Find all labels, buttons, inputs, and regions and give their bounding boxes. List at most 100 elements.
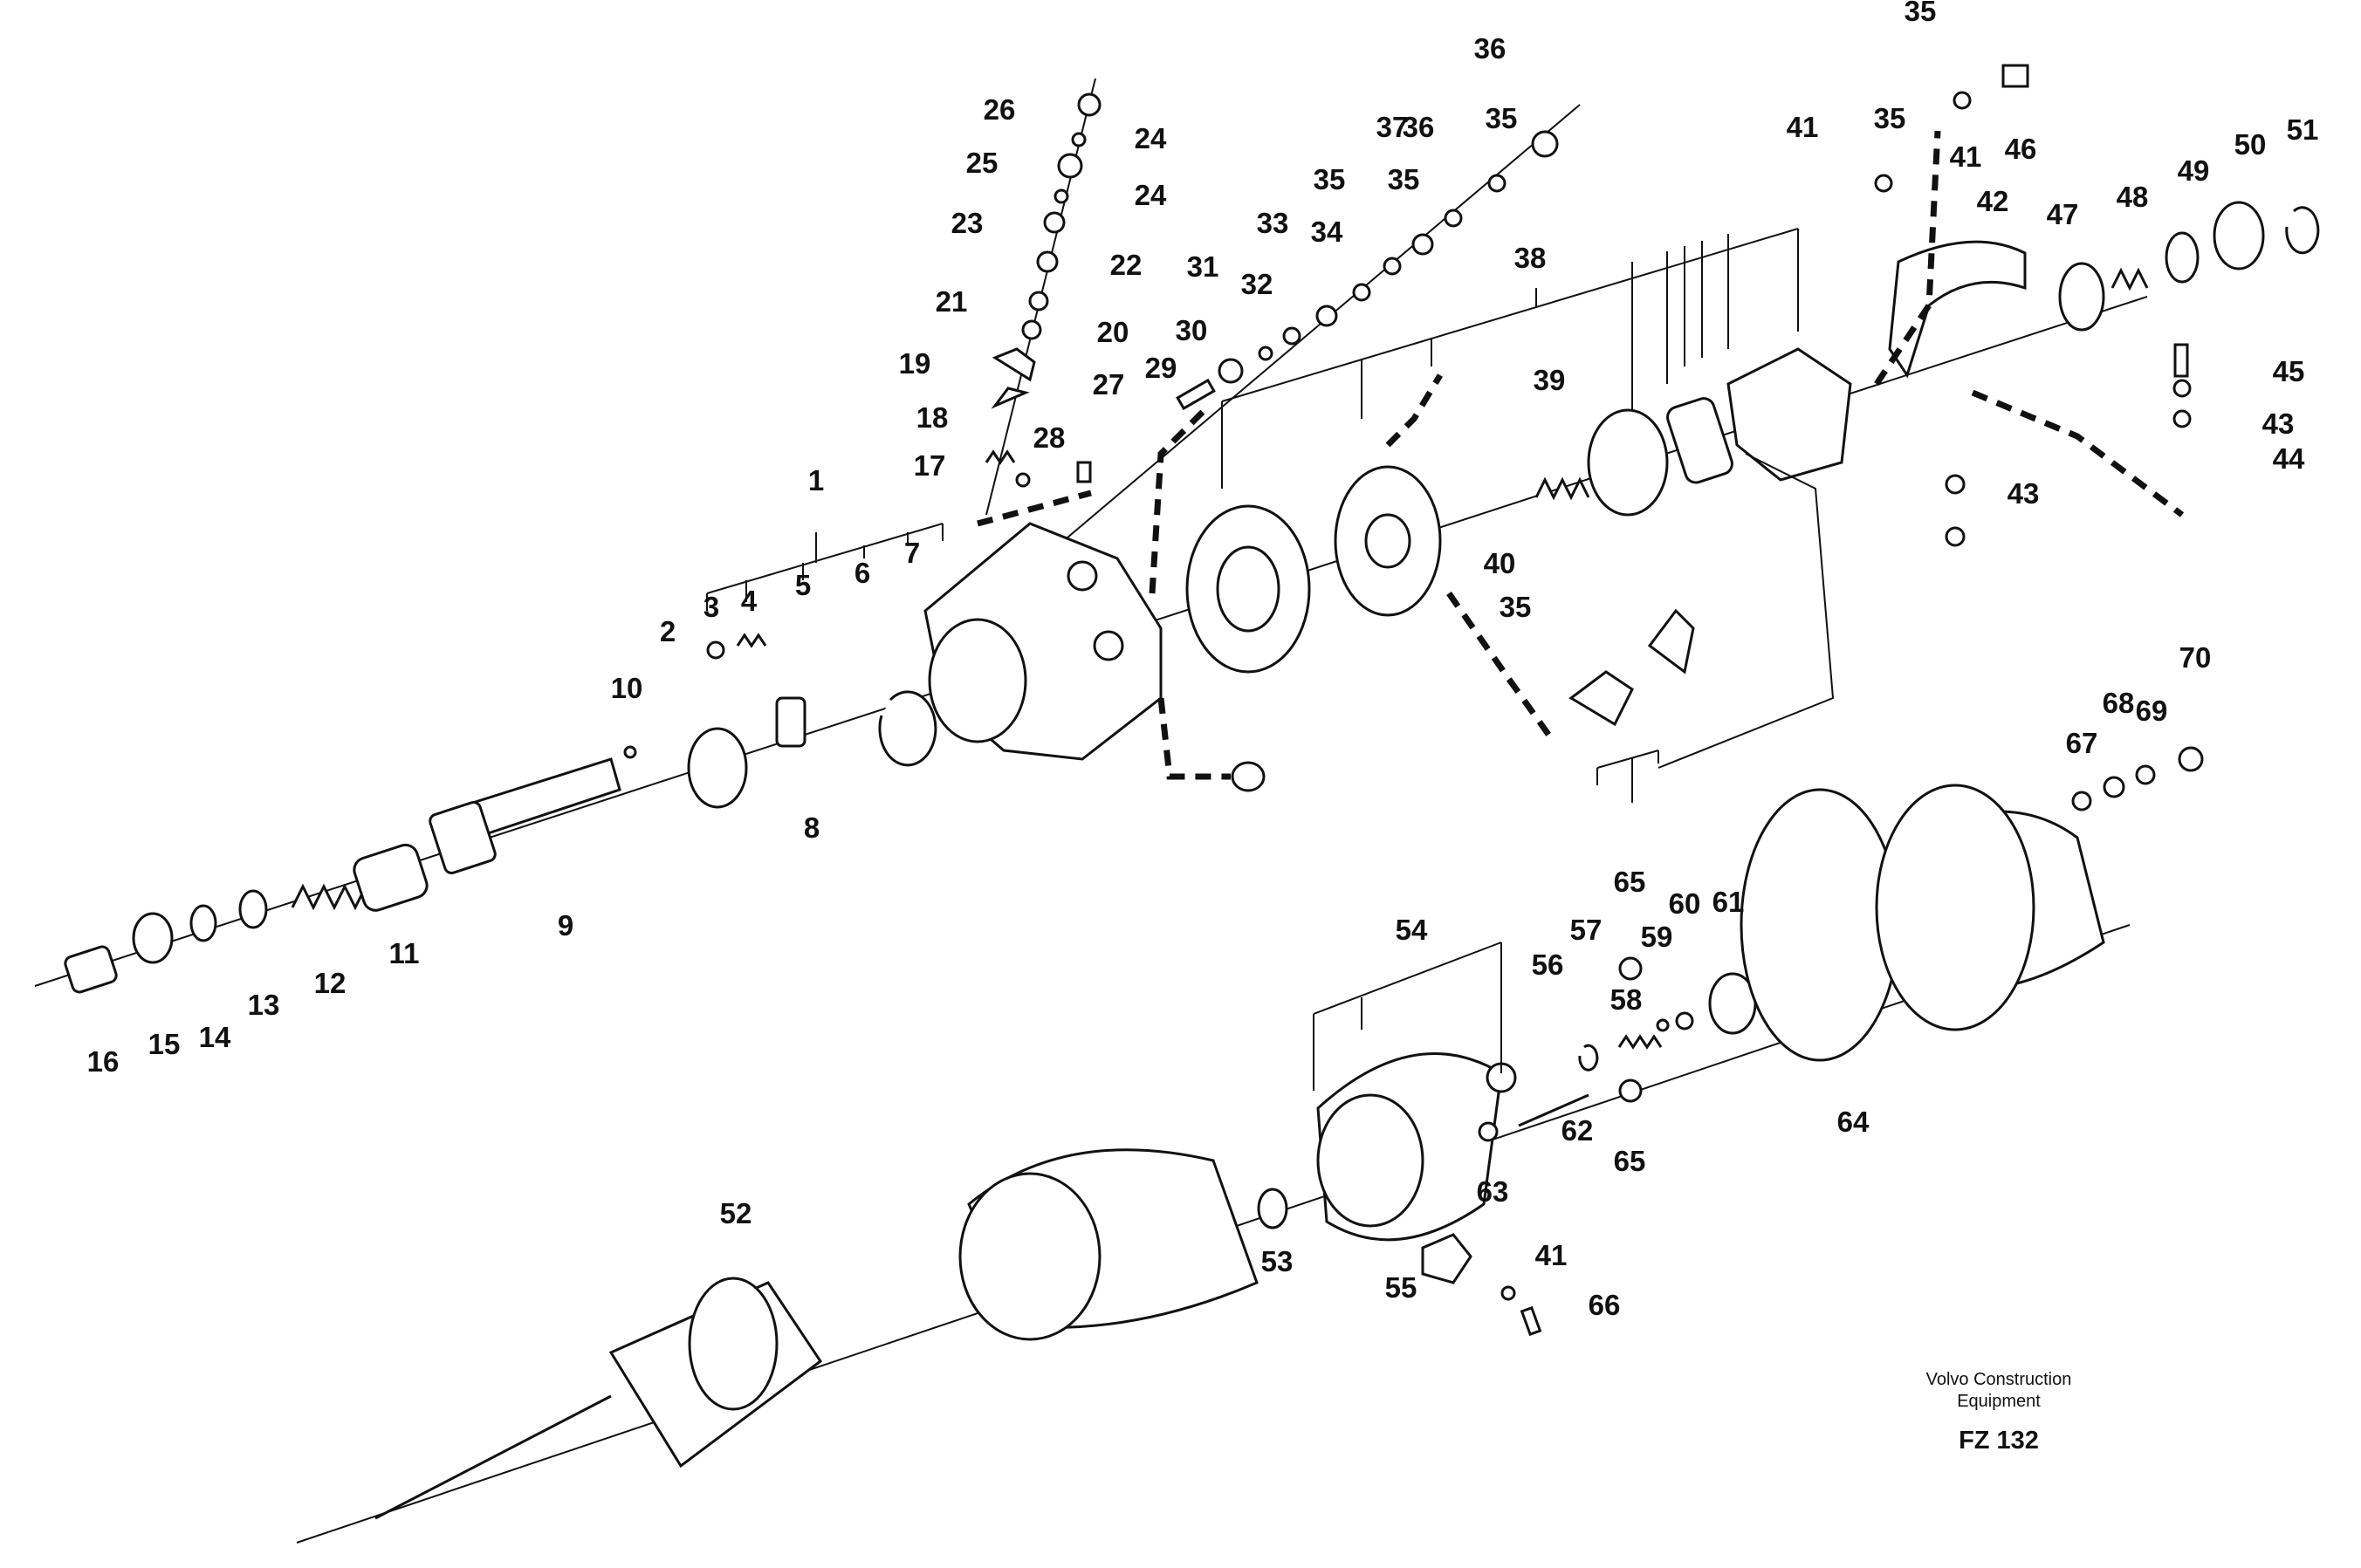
caption-line-2: Equipment	[1957, 1392, 2041, 1411]
brush-clip	[1568, 670, 1634, 727]
part-number-label: 6	[854, 557, 870, 589]
part-63	[1478, 1121, 1499, 1142]
part-number-label: 8	[804, 811, 820, 844]
dash-link-plug	[1157, 697, 1231, 780]
part-number-label: 35	[1388, 163, 1420, 195]
part-number-label: 53	[1261, 1245, 1294, 1277]
part-52-collar	[688, 1277, 779, 1411]
part-number-label: 63	[1477, 1175, 1509, 1208]
part-number-label: 44	[2273, 442, 2305, 475]
drive-end-parts	[64, 633, 937, 994]
part-31	[1258, 346, 1273, 361]
part-number-label: 18	[916, 401, 949, 434]
part-38-sleeve	[1666, 397, 1733, 484]
part-number-label: 26	[984, 93, 1016, 126]
part-13-washer	[238, 889, 268, 929]
part-number-label: 4	[741, 585, 758, 617]
part-number-label: 14	[199, 1021, 231, 1053]
part-number-label: 2	[660, 615, 676, 647]
part-number-label: 10	[611, 672, 643, 704]
part-65	[1618, 956, 1643, 981]
part-42-cover	[1888, 240, 2027, 379]
part-number-label: 21	[936, 285, 968, 318]
part-53-ring	[1257, 1188, 1288, 1229]
part-number-label: 16	[87, 1045, 120, 1078]
part-number-label: 58	[1610, 983, 1643, 1016]
part-number-label: 30	[1176, 314, 1208, 346]
part-59	[1656, 1018, 1670, 1032]
part-number-label: 15	[148, 1028, 181, 1060]
part-28	[1015, 472, 1031, 488]
lower-assembly-parts	[374, 746, 2204, 1520]
part-number-label: 39	[1534, 364, 1566, 396]
part-number-label: 55	[1385, 1271, 1417, 1304]
part-41-washer	[1953, 91, 1972, 110]
part-number-label: 5	[795, 569, 811, 601]
part-24-b	[1054, 188, 1069, 204]
part-number-label: 41	[1535, 1239, 1568, 1271]
part-number-label: 23	[951, 207, 984, 239]
part-number-label: 43	[2008, 477, 2040, 510]
part-41-c	[1500, 1285, 1516, 1301]
part-number-label: 29	[1145, 352, 1177, 384]
part-65-b	[1618, 1078, 1643, 1103]
part-number-label: 31	[1187, 250, 1219, 283]
part-number-label: 35	[1486, 102, 1518, 134]
part-32	[1282, 326, 1301, 346]
part-number-label: 47	[2047, 198, 2079, 230]
part-25	[1057, 153, 1083, 179]
part-number-label: 50	[2234, 128, 2267, 161]
caption-line-1: Volvo Construction	[1926, 1370, 2072, 1389]
part-5-clip	[775, 696, 806, 748]
part-69	[2135, 764, 2156, 785]
screw-stack-parts	[1176, 130, 1559, 411]
part-41-washer-2	[1874, 174, 1893, 193]
part-number-label: 27	[1093, 368, 1125, 401]
part-number-label: 35	[1314, 163, 1346, 195]
part-38-bracket	[1726, 347, 1852, 482]
part-number-label: 45	[2273, 355, 2305, 387]
part-number-label: 3	[703, 591, 719, 623]
part-number-label: 66	[1589, 1289, 1621, 1321]
dash-link-brush-2	[1446, 591, 1556, 744]
part-number-label: 51	[2287, 113, 2319, 146]
part-66-screw	[1520, 1305, 1542, 1337]
part-4-spring	[736, 633, 767, 648]
part-number-label: 24	[1135, 179, 1167, 211]
part-number-label: 54	[1396, 914, 1428, 946]
part-number-label: 69	[2136, 695, 2168, 727]
part-22	[1036, 250, 1059, 273]
part-number-label: 38	[1514, 242, 1547, 274]
part-30-washer	[1218, 358, 1244, 384]
part-29-screw	[1176, 378, 1216, 411]
part-38-spring	[1534, 476, 1590, 501]
part-43-washer-2	[1945, 474, 1966, 495]
part-number-label: 34	[1311, 216, 1343, 248]
part-7-hole	[1067, 560, 1098, 592]
part-16-bushing	[64, 945, 118, 994]
part-number-label: 43	[2262, 407, 2295, 440]
part-55-clip	[1421, 1233, 1472, 1284]
part-52-shaft	[374, 1394, 612, 1520]
part-11-sleeve	[353, 843, 429, 912]
part-number-label: 48	[2117, 181, 2149, 213]
part-49-washer	[2165, 231, 2200, 284]
part-15-ring	[132, 912, 174, 964]
part-number-label: 49	[2178, 154, 2210, 187]
part-number-label: 57	[1570, 914, 1603, 946]
part-number-label: 19	[899, 347, 931, 380]
part-3-nut	[706, 640, 725, 660]
part-10-ball	[623, 745, 637, 759]
part-24	[1071, 132, 1087, 147]
part-14-washer	[189, 904, 217, 942]
end-cover-parts	[1874, 64, 2320, 547]
part-60	[1675, 1011, 1694, 1030]
part-number-label: 56	[1532, 948, 1564, 981]
part-number-label: 25	[966, 147, 999, 179]
part-47-bearing	[2058, 262, 2105, 332]
part-number-label: 20	[1097, 316, 1129, 348]
part-18	[991, 387, 1030, 409]
dash-link-29	[1149, 407, 1207, 594]
